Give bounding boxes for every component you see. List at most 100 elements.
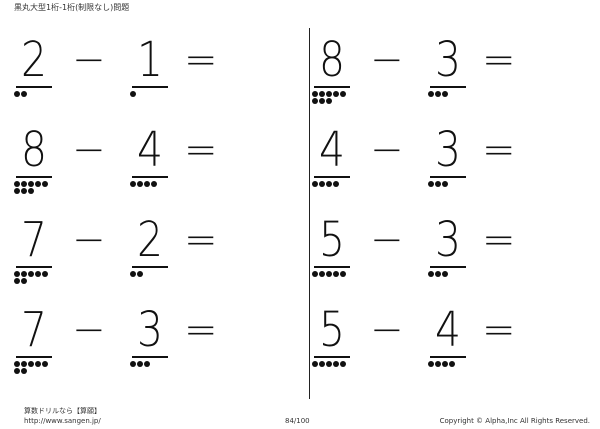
problem: 7−3= bbox=[14, 306, 294, 376]
digit-underline bbox=[430, 266, 466, 268]
digit-underline bbox=[430, 86, 466, 88]
count-dot bbox=[326, 91, 332, 97]
minus-sign: − bbox=[72, 127, 106, 173]
count-dot bbox=[319, 181, 325, 187]
minuend: 7 bbox=[14, 212, 54, 284]
digit-underline bbox=[430, 176, 466, 178]
count-dot bbox=[14, 271, 20, 277]
count-dot bbox=[449, 361, 455, 367]
minus-sign: − bbox=[370, 127, 404, 173]
count-dot bbox=[333, 271, 339, 277]
count-dot bbox=[21, 368, 27, 374]
equals-sign: = bbox=[184, 217, 218, 263]
count-dots bbox=[14, 361, 50, 374]
count-dot bbox=[130, 361, 136, 367]
count-dot bbox=[130, 181, 136, 187]
footer-url[interactable]: http://www.sangen.jp/ bbox=[24, 417, 101, 425]
count-dot bbox=[137, 181, 143, 187]
equals-sign: = bbox=[184, 127, 218, 173]
digit: 5 bbox=[319, 212, 345, 268]
count-dot bbox=[137, 361, 143, 367]
count-dot bbox=[428, 91, 434, 97]
digit: 4 bbox=[435, 302, 461, 358]
count-dot bbox=[35, 271, 41, 277]
worksheet-title: 黒丸大型1桁-1桁(制限なし)問題 bbox=[14, 3, 130, 12]
count-dot bbox=[326, 98, 332, 104]
count-dot bbox=[312, 98, 318, 104]
count-dot bbox=[42, 181, 48, 187]
count-dot bbox=[442, 361, 448, 367]
count-dot bbox=[28, 361, 34, 367]
page-number: 84/100 bbox=[285, 417, 310, 425]
count-dots bbox=[428, 361, 464, 367]
digit: 5 bbox=[319, 302, 345, 358]
digit-underline bbox=[16, 176, 52, 178]
count-dots bbox=[312, 361, 348, 367]
count-dot bbox=[435, 361, 441, 367]
count-dot bbox=[319, 98, 325, 104]
digit-underline bbox=[132, 266, 168, 268]
digit: 3 bbox=[137, 302, 163, 358]
count-dot bbox=[435, 91, 441, 97]
digit-underline bbox=[314, 176, 350, 178]
count-dot bbox=[14, 278, 20, 284]
minus-sign: − bbox=[72, 217, 106, 263]
problem: 2−1= bbox=[14, 36, 294, 106]
count-dot bbox=[144, 361, 150, 367]
count-dots bbox=[130, 181, 166, 187]
count-dot bbox=[151, 181, 157, 187]
count-dot bbox=[35, 181, 41, 187]
count-dot bbox=[21, 188, 27, 194]
count-dots bbox=[14, 91, 50, 97]
count-dot bbox=[14, 188, 20, 194]
digit: 4 bbox=[319, 122, 345, 178]
count-dot bbox=[428, 271, 434, 277]
footer-brand-block: 算数ドリルなら【算願】 http://www.sangen.jp/ bbox=[24, 406, 101, 426]
count-dot bbox=[21, 181, 27, 187]
equals-sign: = bbox=[184, 37, 218, 83]
count-dot bbox=[435, 271, 441, 277]
count-dot bbox=[14, 361, 20, 367]
problem: 7−2= bbox=[14, 216, 294, 286]
minuend: 8 bbox=[312, 36, 352, 104]
count-dot bbox=[14, 91, 20, 97]
count-dot bbox=[333, 361, 339, 367]
subtrahend: 2 bbox=[130, 212, 170, 277]
count-dot bbox=[312, 271, 318, 277]
digit-underline bbox=[132, 356, 168, 358]
problem: 8−3= bbox=[312, 36, 592, 106]
count-dot bbox=[14, 181, 20, 187]
equals-sign: = bbox=[482, 37, 516, 83]
count-dots bbox=[130, 271, 166, 277]
digit: 3 bbox=[435, 122, 461, 178]
subtrahend: 1 bbox=[130, 36, 170, 97]
digit-underline bbox=[16, 86, 52, 88]
minus-sign: − bbox=[72, 307, 106, 353]
count-dots bbox=[312, 91, 348, 104]
count-dot bbox=[21, 91, 27, 97]
subtrahend: 4 bbox=[130, 126, 170, 187]
count-dot bbox=[428, 181, 434, 187]
count-dot bbox=[144, 181, 150, 187]
count-dot bbox=[340, 361, 346, 367]
footer-brand: 算数ドリルなら【算願】 bbox=[24, 407, 101, 415]
digit: 7 bbox=[21, 302, 47, 358]
count-dots bbox=[130, 91, 166, 97]
count-dot bbox=[28, 188, 34, 194]
digit-underline bbox=[132, 86, 168, 88]
digit-underline bbox=[430, 356, 466, 358]
count-dot bbox=[319, 271, 325, 277]
equals-sign: = bbox=[184, 307, 218, 353]
count-dot bbox=[137, 271, 143, 277]
digit-underline bbox=[132, 176, 168, 178]
digit: 7 bbox=[21, 212, 47, 268]
subtrahend: 3 bbox=[428, 216, 468, 277]
count-dot bbox=[28, 181, 34, 187]
problem: 5−4= bbox=[312, 306, 592, 376]
count-dot bbox=[312, 91, 318, 97]
digit: 2 bbox=[137, 212, 163, 268]
count-dot bbox=[428, 361, 434, 367]
count-dot bbox=[130, 271, 136, 277]
digit-underline bbox=[314, 266, 350, 268]
count-dots bbox=[130, 361, 166, 367]
